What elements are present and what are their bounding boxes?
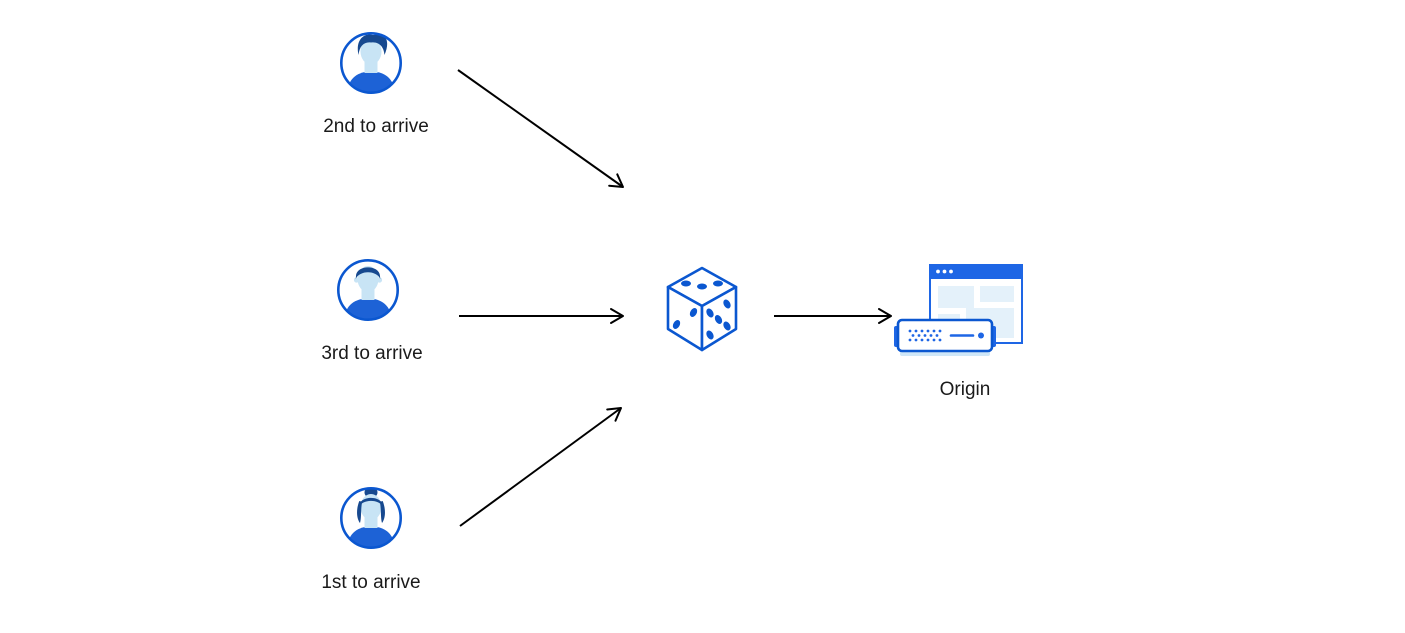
male-short-hair-avatar-icon [336,258,400,322]
user-3rd-label: 3rd to arrive [321,343,423,364]
user-3rd-node [335,257,401,328]
user-2nd-label: 2nd to arrive [323,116,429,137]
female-avatar-icon [339,486,403,550]
dice-icon [666,266,738,352]
origin-server-icon [894,264,1023,356]
male-avatar-icon [339,31,403,95]
origin-label: Origin [939,379,991,400]
arrow-user-2nd-to-dice [457,69,624,188]
user-1st-label: 1st to arrive [321,572,421,593]
origin-node [894,263,1028,370]
arrow-user-1st-to-dice [459,407,622,527]
user-1st-node [338,485,404,556]
dice-node [666,266,738,357]
user-2nd-node [338,30,404,101]
